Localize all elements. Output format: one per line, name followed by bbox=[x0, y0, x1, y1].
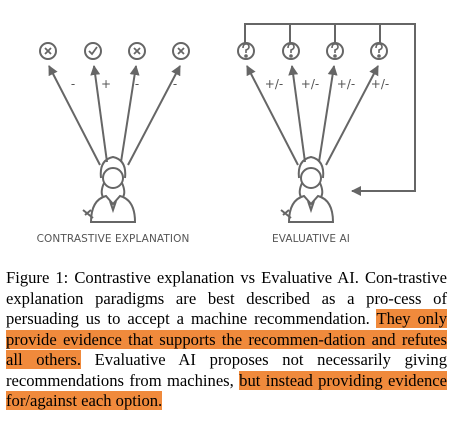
evaluative-label: EVALUATIVE AI bbox=[272, 233, 350, 245]
check-circle-icon bbox=[84, 42, 102, 60]
caption-text: Evaluative AI proposes not necessarily g… bbox=[6, 350, 447, 390]
question-circle-icon bbox=[326, 42, 344, 60]
edge-1 bbox=[246, 65, 299, 166]
edge-sign: + bbox=[101, 77, 111, 91]
edge-2 bbox=[288, 65, 306, 163]
edge-sign: +/- bbox=[371, 77, 389, 91]
contrastive-signs: - + - - bbox=[71, 77, 177, 91]
edge-2 bbox=[90, 65, 108, 163]
edge-sign: +/- bbox=[265, 77, 283, 91]
x-circle-icon bbox=[39, 42, 57, 60]
edge-3 bbox=[318, 65, 338, 163]
edge-4 bbox=[325, 65, 379, 166]
edge-4 bbox=[127, 65, 181, 166]
figure-caption: Figure 1: Contrastive explanation vs Eva… bbox=[6, 268, 447, 412]
judge-icon bbox=[280, 155, 335, 223]
question-circle-icon bbox=[370, 42, 388, 60]
x-circle-icon bbox=[128, 42, 146, 60]
edge-sign: - bbox=[135, 77, 139, 91]
question-circle-icon bbox=[282, 42, 300, 60]
edge-sign: +/- bbox=[301, 77, 319, 91]
caption-text: trastive explanation paradigms are best … bbox=[6, 268, 447, 308]
edge-sign: - bbox=[71, 77, 75, 91]
x-circle-icon bbox=[172, 42, 190, 60]
evaluative-signs: +/- +/- +/- +/- bbox=[265, 77, 389, 91]
contrastive-label: CONTRASTIVE EXPLANATION bbox=[37, 233, 190, 245]
edge-1 bbox=[48, 65, 101, 166]
contrastive-panel bbox=[39, 42, 190, 166]
edge-3 bbox=[120, 65, 140, 163]
figure-1-diagram: - + - - bbox=[37, 23, 416, 245]
caption-text: Contrastive explanation vs Evaluative AI… bbox=[68, 268, 399, 287]
caption-text: cess of persuading us to accept a machin… bbox=[6, 288, 447, 329]
question-circle-icon bbox=[237, 42, 255, 60]
edge-sign: +/- bbox=[337, 77, 355, 91]
judge-icon bbox=[82, 155, 137, 223]
caption-prefix: Figure 1: bbox=[6, 268, 69, 287]
edge-sign: - bbox=[173, 77, 177, 91]
evaluative-panel bbox=[237, 23, 416, 196]
feedback-loop bbox=[244, 23, 416, 196]
